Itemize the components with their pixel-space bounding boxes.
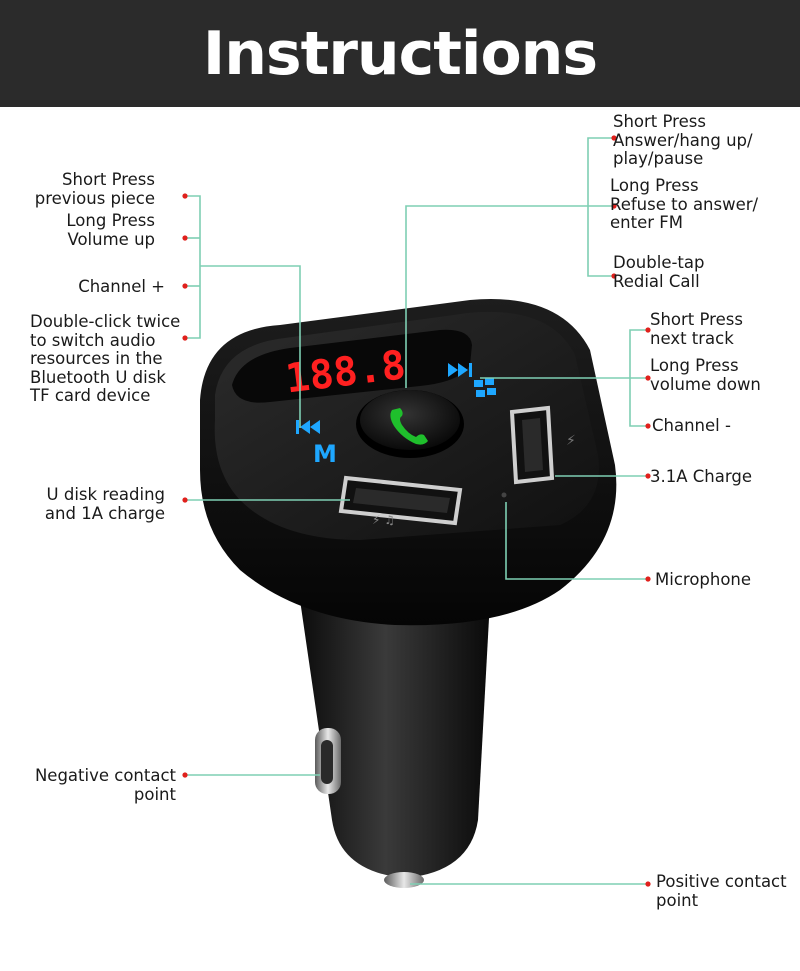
prev-button-icon[interactable]: [296, 420, 320, 434]
callout-dots: [182, 135, 651, 887]
m-button-icon[interactable]: M: [313, 440, 337, 468]
phone-icon: [390, 408, 428, 445]
label-channel-plus: Channel +: [78, 277, 165, 296]
device-body: [200, 299, 617, 626]
car-plug: [300, 600, 490, 888]
positive-contact: [384, 872, 424, 888]
page-title: Instructions: [202, 18, 598, 89]
leader-lines: [185, 137, 646, 885]
usb-port-right: ⚡: [509, 405, 576, 485]
next-button-icon[interactable]: [448, 363, 472, 377]
mode-button-icon[interactable]: [474, 378, 496, 397]
label-microphone: Microphone: [655, 570, 752, 589]
label-charge: 3.1A Charge: [650, 467, 752, 486]
charge-symbol: ⚡: [566, 433, 576, 449]
usb-left-symbol: ⚡ ♫: [372, 513, 395, 527]
label-channel-minus: Channel -: [652, 416, 731, 435]
microphone-hole: [501, 492, 507, 498]
header-banner: Instructions: [0, 0, 800, 107]
phone-button[interactable]: [356, 390, 464, 458]
